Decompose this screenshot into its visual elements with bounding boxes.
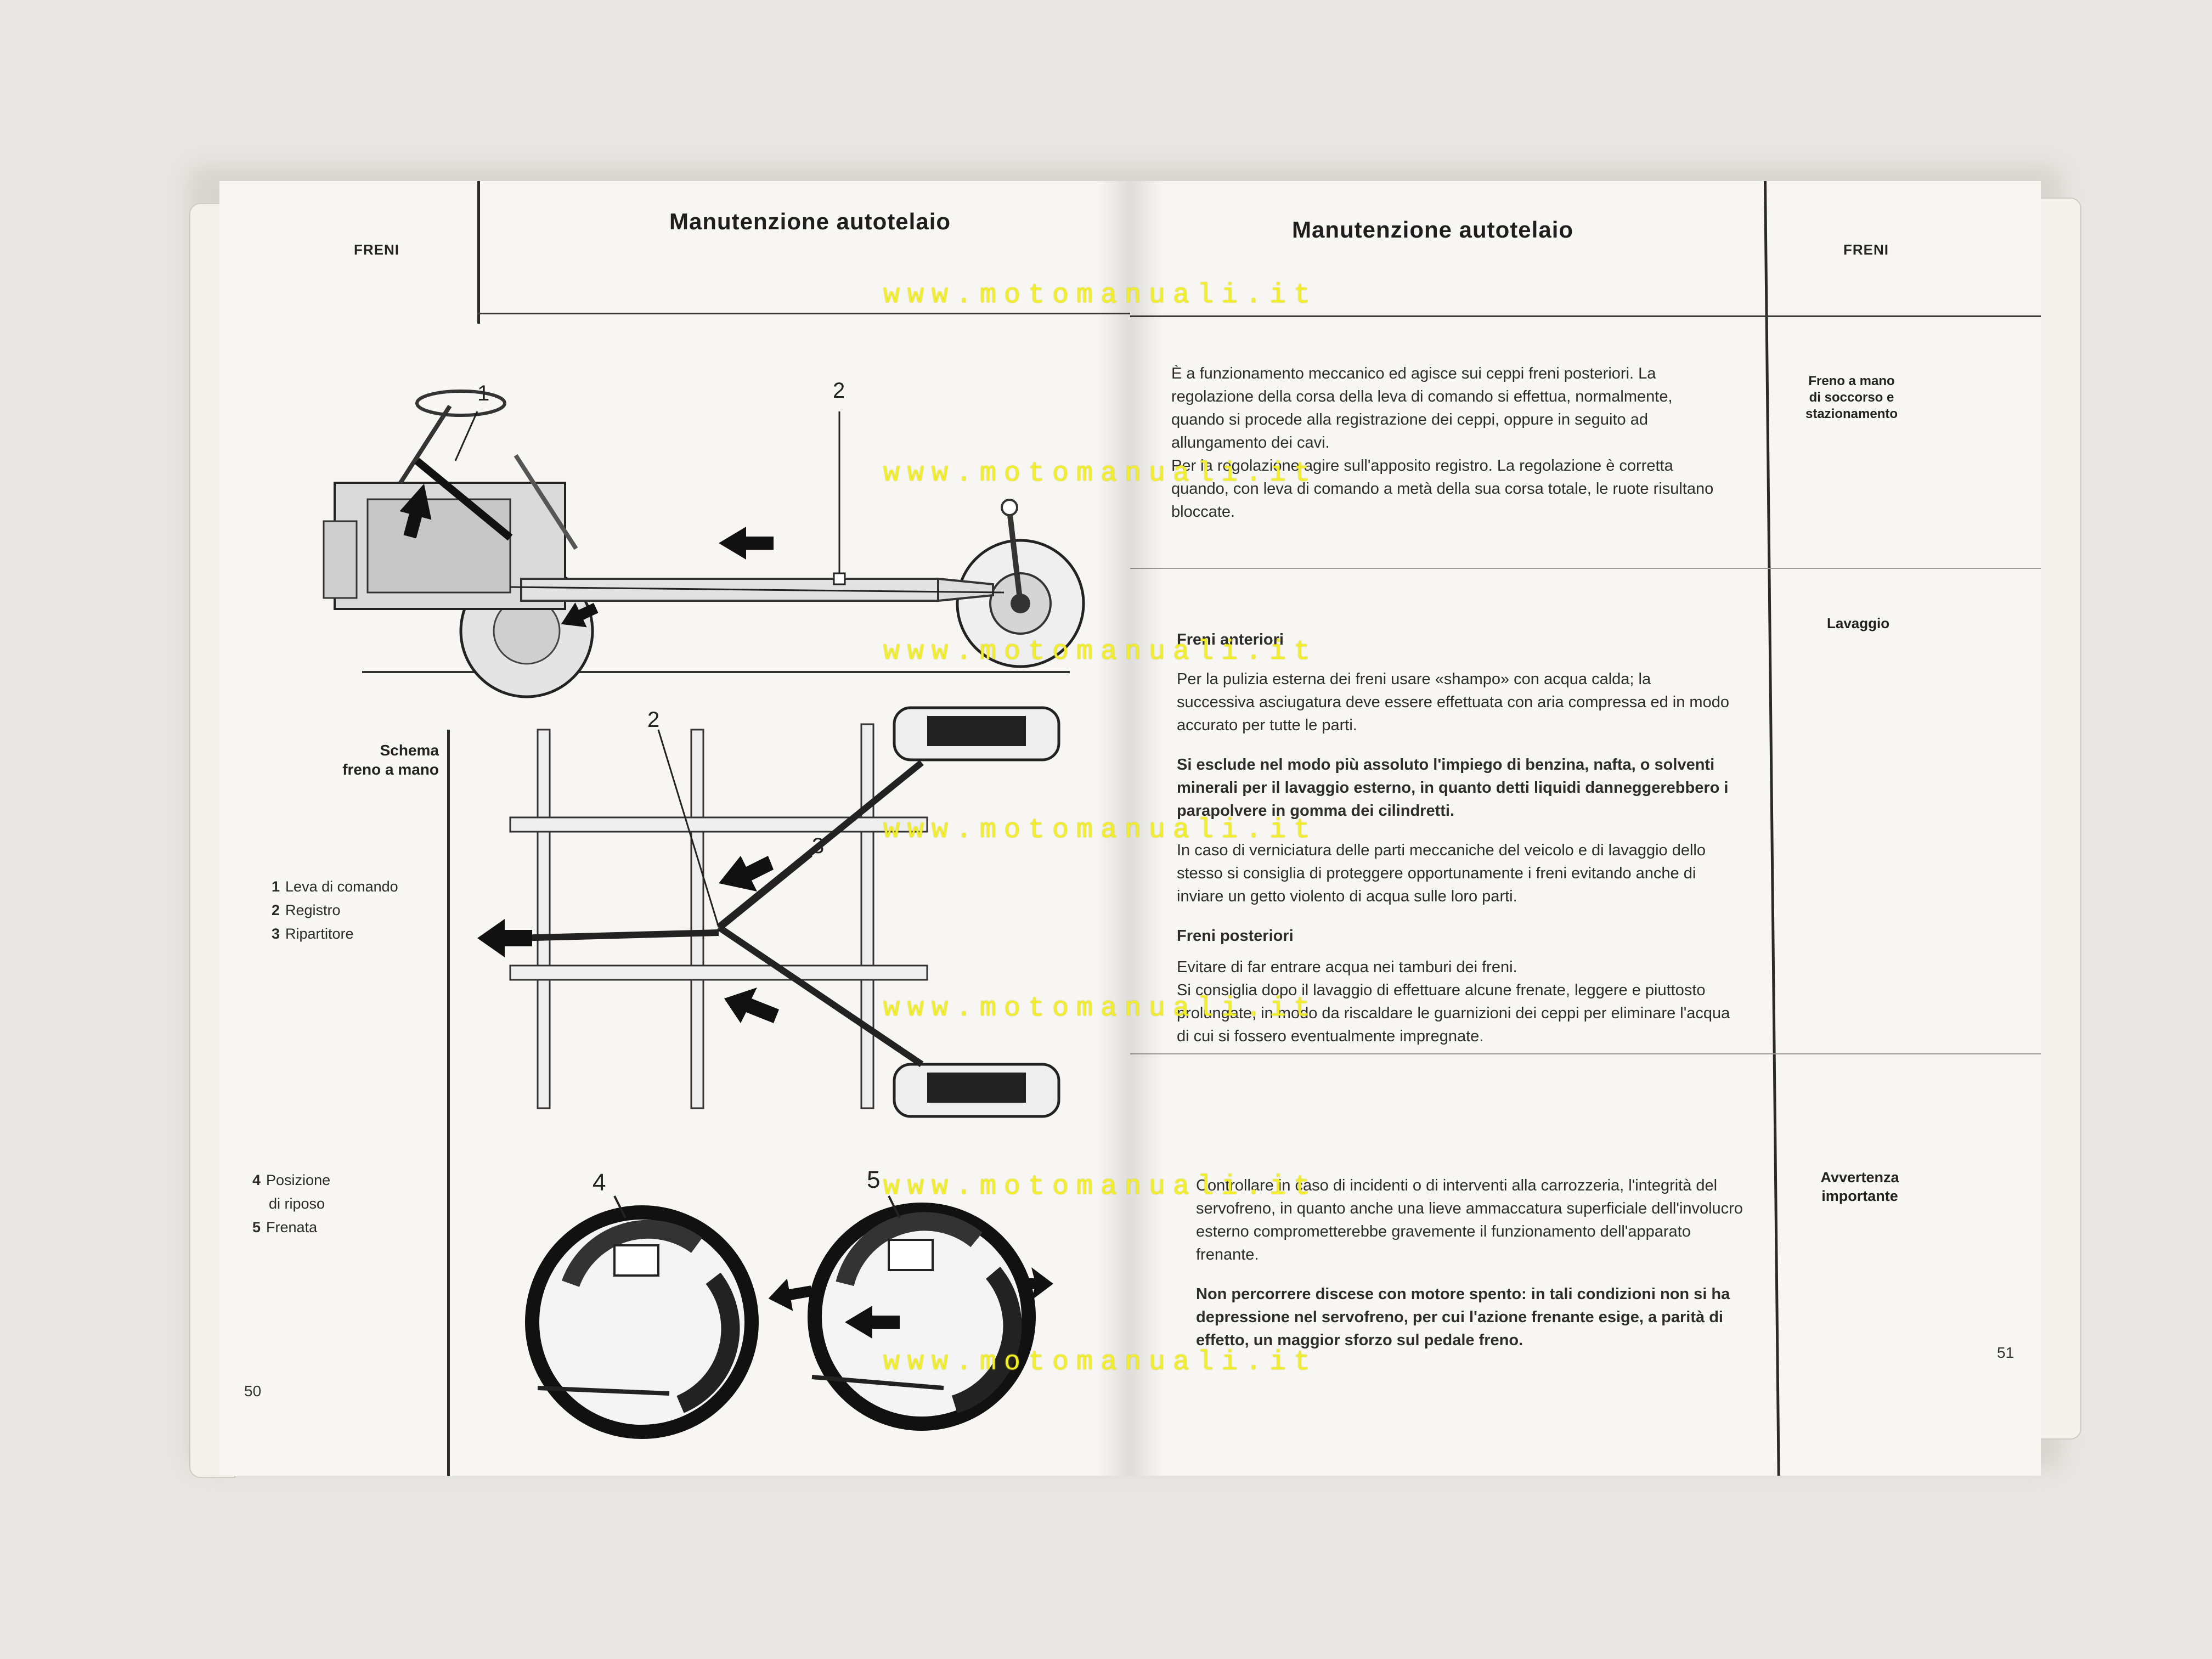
paragraph: In caso di verniciatura delle parti mecc… [1177, 842, 1706, 906]
callout-3: 3 [812, 834, 824, 858]
paragraph: Controllare in caso di incidenti o di in… [1196, 1177, 1743, 1264]
watermark: www.motomanuali.it [883, 1171, 1318, 1203]
watermark: www.motomanuali.it [883, 815, 1318, 846]
paragraph-warning: Si esclude nel modo più assoluto l'impie… [1177, 756, 1729, 820]
left-section-tag: FRENI [354, 241, 399, 258]
section-divider-1 [1130, 568, 2041, 569]
left-page-title: Manutenzione autotelaio [669, 208, 951, 234]
paragraph: È a funzionamento meccanico ed agisce su… [1171, 365, 1673, 452]
watermark: www.motomanuali.it [883, 1347, 1318, 1378]
watermark: www.motomanuali.it [883, 280, 1318, 311]
left-header-rule [477, 313, 1130, 314]
callout-2-plan: 2 [647, 708, 659, 732]
right-page-title: Manutenzione autotelaio [1292, 217, 1574, 242]
right-header-rule [1130, 315, 2041, 317]
paragraph: Evitare di far entrare acqua nei tamburi… [1177, 958, 1517, 976]
callout-2: 2 [833, 379, 845, 403]
left-header-divider [477, 181, 480, 324]
subhead-front-brakes: Freni anteriori [1177, 631, 1284, 648]
callout-4: 4 [592, 1169, 606, 1196]
watermark: www.motomanuali.it [883, 458, 1318, 489]
paragraph-warning: Non percorrere discese con motore spento… [1196, 1285, 1730, 1350]
handbrake-text: È a funzionamento meccanico ed agisce su… [1171, 362, 1725, 540]
watermark: www.motomanuali.it [883, 993, 1318, 1024]
paragraph: Si consiglia dopo il lavaggio di effettu… [1177, 981, 1730, 1045]
subhead-rear-brakes: Freni posteriori [1177, 927, 1294, 945]
side-label-washing: Lavaggio [1827, 615, 1890, 631]
section-divider-2 [1130, 1053, 2041, 1054]
brake-shoe-diagram: 4 5 [525, 1166, 1053, 1439]
left-page-number: 50 [244, 1383, 262, 1400]
callout-5: 5 [867, 1166, 880, 1193]
frame-top-diagram: 2 3 [477, 706, 1060, 1118]
side-label-handbrake: Freno a mano di soccorso e stazionamento [1805, 374, 1898, 421]
left-page: FRENI Manutenzione autotelaio Schema fre… [219, 181, 1130, 1476]
schema-label: Schema freno a mano [342, 742, 439, 778]
warning-text: Controllare in caso di incidenti o di in… [1196, 1174, 1745, 1368]
chassis-side-diagram: 1 2 [323, 379, 1085, 698]
right-page: Manutenzione autotelaio FRENI Freno a ma… [1130, 181, 2041, 1476]
book-gutter [1097, 181, 1163, 1476]
right-page-number: 51 [1997, 1344, 2015, 1361]
watermark: www.motomanuali.it [883, 636, 1318, 668]
side-label-warning: Avvertenza importante [1820, 1169, 1899, 1204]
legend-item: di riposo [269, 1195, 325, 1212]
left-column-divider [447, 730, 450, 1476]
washing-text: Freni anteriori Per la pulizia esterna d… [1177, 628, 1731, 1064]
callout-1: 1 [477, 381, 489, 405]
right-column-divider [1764, 181, 1780, 1476]
right-section-tag: FRENI [1843, 241, 1889, 258]
paragraph: Per la pulizia esterna dei freni usare «… [1177, 670, 1729, 735]
paragraph: Per la regolazione agire sull'apposito r… [1171, 457, 1714, 521]
